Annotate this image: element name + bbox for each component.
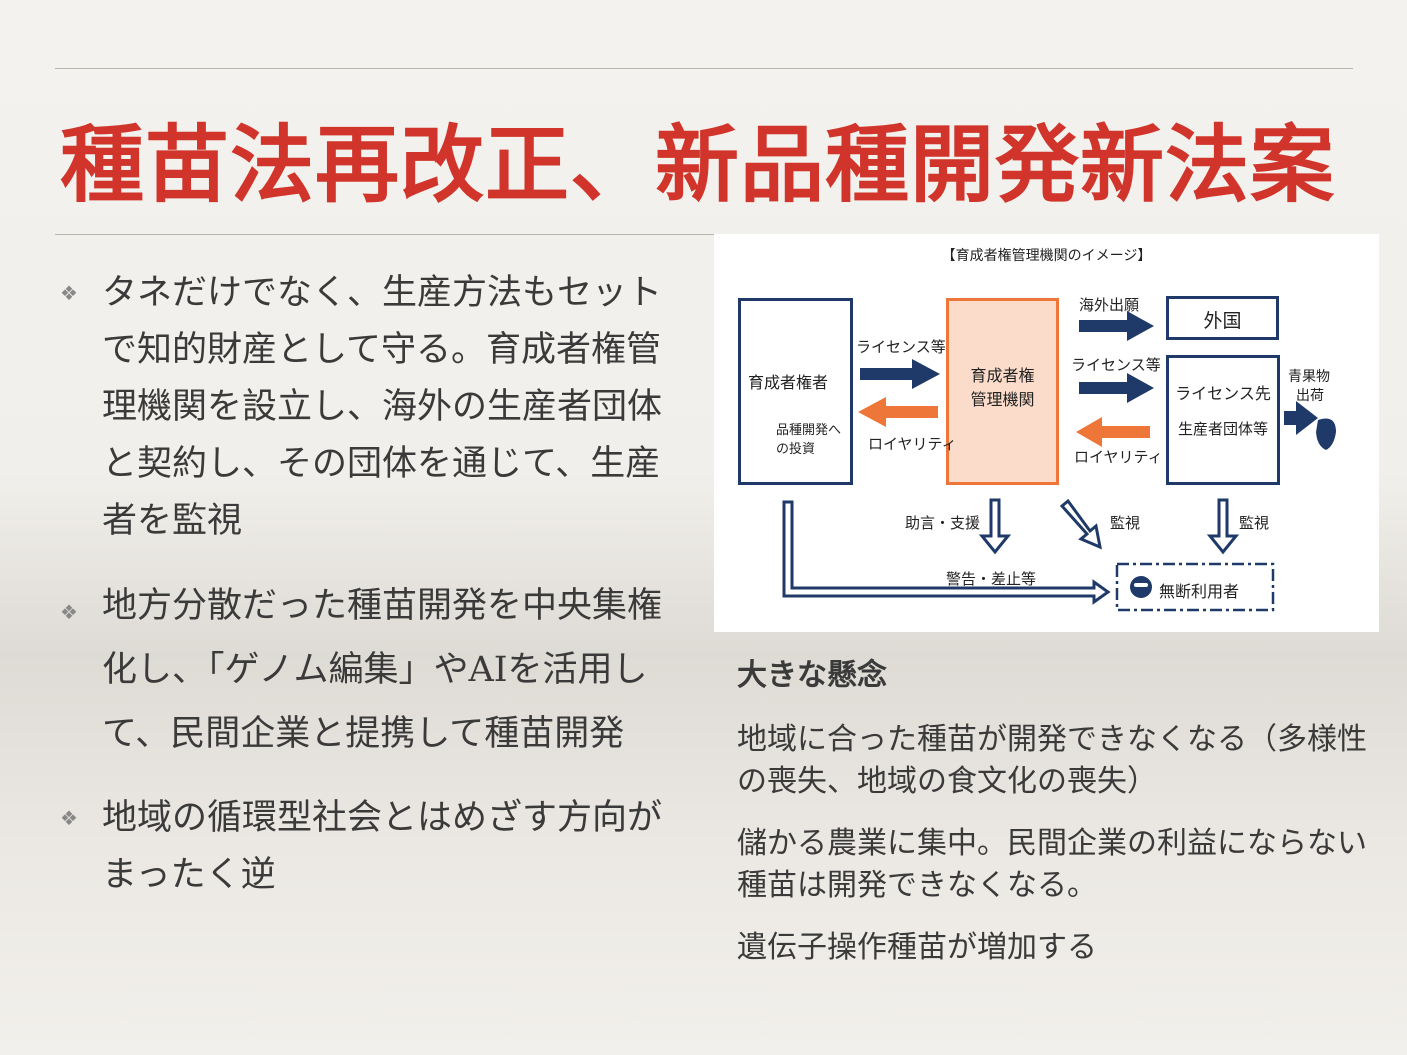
diamond-bullet-icon: ❖ bbox=[60, 281, 78, 305]
advice-arrow bbox=[978, 498, 1012, 555]
advice-label: 助言・支援 bbox=[905, 514, 981, 532]
overseas-filing-label: 海外出願 bbox=[1079, 296, 1140, 314]
bullet-item: ❖ 地方分散だった種苗開発を中央集権化し、「ゲノム編集」やAIを活用して、民間企業… bbox=[60, 574, 690, 766]
agency-label-2: 管理機関 bbox=[970, 390, 1035, 409]
unauthorized-label: 無断利用者 bbox=[1159, 582, 1240, 601]
licensee-box bbox=[1166, 355, 1280, 485]
royalty-arrow-left-2 bbox=[1076, 417, 1150, 447]
top-rule bbox=[55, 68, 1353, 69]
concerns-section: 大きな懸念 地域に合った種苗が開発できなくなる（多様性の喪失、地域の食文化の喪失… bbox=[737, 655, 1377, 989]
royalty-arrow-left bbox=[858, 397, 938, 427]
monitor-arrow-diagonal bbox=[1059, 498, 1102, 550]
foreign-box bbox=[1166, 296, 1279, 340]
license-label-2: ライセンス等 bbox=[1071, 356, 1161, 374]
concern-item: 遺伝子操作種苗が増加する bbox=[737, 930, 1097, 965]
concerns-heading: 大きな懸念 bbox=[737, 658, 887, 693]
warning-arrow bbox=[782, 500, 1111, 605]
license-label: ライセンス等 bbox=[856, 338, 946, 356]
strawberry-icon bbox=[1316, 418, 1336, 450]
license-arrow-right-2 bbox=[1079, 373, 1154, 403]
bullet-item: ❖ 地域の循環型社会とはめざす方向がまったく逆 bbox=[60, 790, 690, 904]
agency-diagram: 【育成者権管理機関のイメージ】 育成者権者 品種開発への投資 育成者権 管理機関… bbox=[714, 234, 1379, 632]
slide-title: 種苗法再改正、新品種開発新法案 bbox=[60, 115, 1336, 214]
licensee-label-1: ライセンス先 bbox=[1175, 384, 1271, 403]
unauthorized-box bbox=[1115, 562, 1275, 612]
bullet-text: タネだけでなく、生産方法もセットで知的財産として守る。育成者権管理機関を設立し、… bbox=[102, 273, 663, 541]
warning-label: 警告・差止等 bbox=[946, 570, 1037, 588]
diamond-bullet-icon: ❖ bbox=[60, 600, 78, 624]
bullet-text: 地方分散だった種苗開発を中央集権化し、「ゲノム編集」やAIを活用して、民間企業と… bbox=[102, 586, 663, 754]
diamond-bullet-icon: ❖ bbox=[60, 806, 78, 830]
shipment-label-2: 出荷 bbox=[1296, 388, 1324, 404]
concern-item: 地域に合った種苗が開発できなくなる（多様性の喪失、地域の食文化の喪失） bbox=[737, 722, 1367, 799]
bullet-item: ❖ タネだけでなく、生産方法もセットで知的財産として守る。育成者権管理機関を設立し… bbox=[60, 265, 690, 550]
agency-box bbox=[946, 298, 1059, 485]
concern-item: 儲かる農業に集中。民間企業の利益にならない種苗は開発できなくなる。 bbox=[737, 826, 1367, 903]
royalty-label: ロイヤリティ bbox=[868, 435, 957, 453]
bullet-text: 地域の循環型社会とはめざす方向がまったく逆 bbox=[102, 798, 663, 895]
agency-label-1: 育成者権 bbox=[970, 366, 1035, 385]
investment-label: 品種開発への投資 bbox=[776, 423, 842, 457]
monitor-label-2: 監視 bbox=[1239, 514, 1270, 532]
breeder-box bbox=[738, 298, 853, 485]
monitor-label-1: 監視 bbox=[1110, 514, 1141, 532]
royalty-label-2: ロイヤリティ bbox=[1074, 448, 1163, 466]
shipment-arrow bbox=[1284, 401, 1318, 435]
shipment-label-1: 青果物 bbox=[1288, 369, 1330, 385]
monitor-arrow-down bbox=[1206, 498, 1240, 555]
licensee-label-2: 生産者団体等 bbox=[1177, 420, 1268, 438]
breeder-label: 育成者権者 bbox=[748, 373, 829, 392]
bullet-list: ❖ タネだけでなく、生産方法もセットで知的財産として守る。育成者権管理機関を設立し… bbox=[60, 265, 690, 928]
license-arrow-right bbox=[860, 359, 940, 389]
overseas-arrow bbox=[1079, 311, 1154, 341]
diagram-title: 【育成者権管理機関のイメージ】 bbox=[941, 248, 1152, 264]
title-rule bbox=[55, 234, 715, 235]
foreign-label: 外国 bbox=[1203, 310, 1242, 332]
